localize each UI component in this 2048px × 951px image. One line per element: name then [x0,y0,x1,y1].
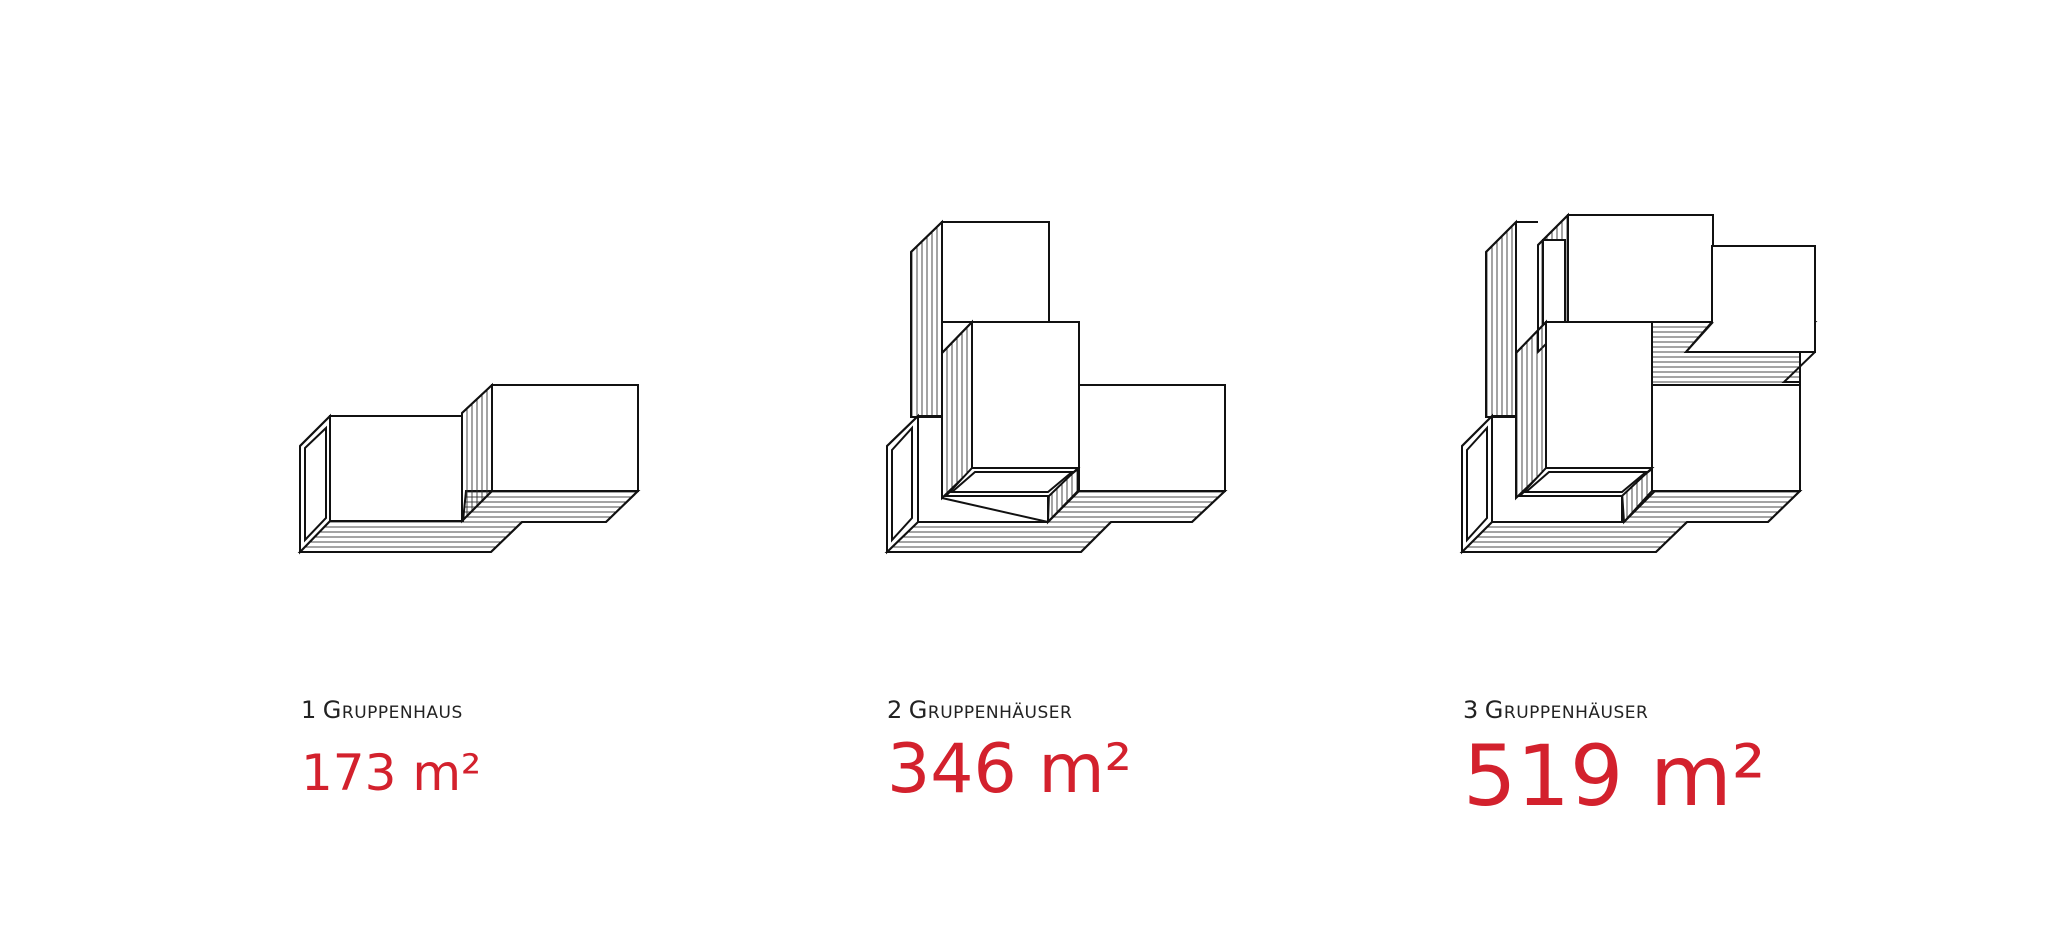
building-2-units [884,219,1228,555]
area-value-1: 173 m² [301,744,482,802]
area-value-3: 519 m² [1463,727,1766,825]
area-value-2: 346 m² [887,730,1132,809]
unit-count: 1 [301,696,317,724]
unit-label: Gruppenhaus [322,696,463,724]
unit-count: 3 [1463,696,1479,724]
unit-label: Gruppenhäuser [1484,696,1649,724]
unit-label: Gruppenhäuser [908,696,1073,724]
unit-count: 2 [887,696,903,724]
building-3-units [1459,212,1818,555]
building-1-unit [297,382,641,555]
